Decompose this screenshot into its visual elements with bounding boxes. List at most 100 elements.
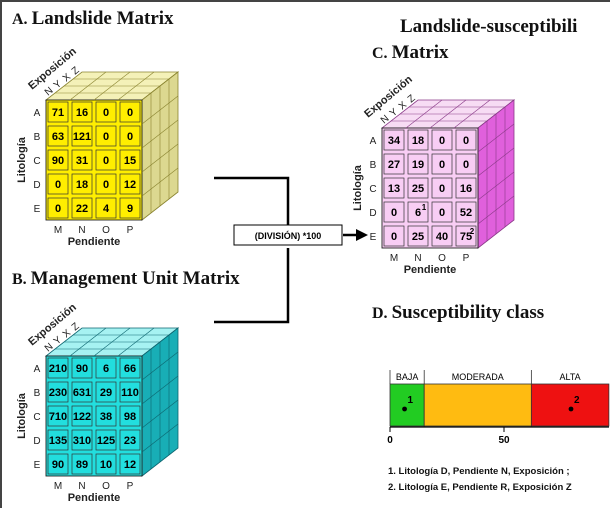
susceptibility-row-label: C (369, 184, 376, 195)
management-cell-value: 122 (73, 411, 91, 423)
management-cell-value: 98 (124, 411, 136, 423)
management-cell (119, 429, 141, 451)
susceptibility-cell-value: 34 (388, 135, 401, 147)
management-cell-value: 38 (100, 411, 112, 423)
susceptibility-cell-value: 19 (412, 159, 424, 171)
management-cell-value: 29 (100, 387, 112, 399)
title-d-letter: D. (372, 305, 388, 322)
susceptibility-cell-value: 75 (460, 231, 472, 243)
connector-from-landslide (214, 176, 290, 232)
susceptibility-cell-value: 18 (412, 135, 424, 147)
landslide-cell (119, 173, 141, 195)
management-side-grid (141, 351, 179, 381)
scale-point-marker (568, 406, 574, 412)
landslide-cell-value: 0 (103, 179, 109, 191)
landslide-cell-value: 0 (103, 155, 109, 167)
susceptibility-cell (455, 177, 477, 199)
landslide-cell (95, 149, 117, 171)
landslide-cell (119, 149, 141, 171)
management-cell-value: 12 (124, 459, 136, 471)
management-row-label: C (33, 412, 40, 423)
management-cell (47, 381, 69, 403)
landslide-cell (95, 173, 117, 195)
landslide-col-label: M (54, 225, 62, 236)
scale-point-label: 1 (408, 395, 414, 406)
landslide-cell-value: 63 (52, 131, 64, 143)
landslide-cell (119, 125, 141, 147)
susceptibility-cell-value: 40 (436, 231, 448, 243)
landslide-top-grid (93, 71, 131, 101)
susceptibility-row-label: E (370, 232, 377, 243)
management-cell-value: 66 (124, 363, 136, 375)
susceptibility-cell-value: 0 (439, 183, 445, 195)
susceptibility-cell (455, 129, 477, 151)
management-col-label: P (127, 481, 134, 492)
landslide-cell (95, 101, 117, 123)
landslide-cell-value: 90 (52, 155, 64, 167)
management-cell (47, 405, 69, 427)
susceptibility-cell-value: 0 (439, 207, 445, 219)
susceptibility-cell-value: 0 (463, 159, 469, 171)
landslide-cell-value: 16 (76, 107, 88, 119)
landslide-cell (71, 149, 93, 171)
susceptibility-cell (431, 129, 453, 151)
management-top-grid (117, 327, 155, 357)
susceptibility-top-grid (405, 99, 443, 129)
class-label-moderada: MODERADA (452, 372, 504, 382)
susceptibility-cell-value: 0 (391, 207, 397, 219)
susceptibility-cell (383, 177, 405, 199)
management-col-label: M (54, 481, 62, 492)
management-cell-value: 710 (49, 411, 67, 423)
management-cell (71, 381, 93, 403)
management-cell (47, 453, 69, 475)
management-depth-label: Z (70, 321, 82, 333)
management-cell-value: 90 (76, 363, 88, 375)
susceptibility-depth-label: Z (406, 93, 418, 105)
susceptibility-side-grid (477, 123, 515, 153)
landslide-side-grid (141, 95, 179, 125)
landslide-cell-value: 0 (103, 107, 109, 119)
susceptibility-cell (431, 225, 453, 247)
landslide-cell (47, 101, 69, 123)
landslide-col-label: N (78, 225, 85, 236)
title-b-text: Management Unit Matrix (30, 268, 240, 289)
susceptibility-col-label: O (438, 253, 446, 264)
management-cell-value: 125 (97, 435, 115, 447)
title-d: D. Susceptibility class (372, 302, 544, 324)
landslide-cell (47, 125, 69, 147)
operation-label: (DIVISIÓN) *100 (255, 230, 322, 241)
susceptibility-cell-value: 0 (439, 159, 445, 171)
title-c-line2: C. Matrix (372, 42, 449, 64)
susceptibility-cell (431, 177, 453, 199)
landslide-cell (95, 197, 117, 219)
landslide-cell-value: 18 (76, 179, 88, 191)
management-cell (119, 453, 141, 475)
susceptibility-cell-value: 0 (439, 135, 445, 147)
susceptibility-cell-value: 52 (460, 207, 472, 219)
landslide-row-label: D (33, 180, 40, 191)
scale-point-marker (402, 406, 407, 412)
class-bar-alta (530, 383, 610, 427)
management-cell-value: 230 (49, 387, 67, 399)
management-cell-value: 10 (100, 459, 112, 471)
landslide-cell-value: 0 (127, 131, 133, 143)
susceptibility-row-label: A (370, 136, 377, 147)
landslide-row-label: E (34, 204, 41, 215)
scale-point-label: 2 (574, 395, 580, 406)
management-cell (71, 405, 93, 427)
susceptibility-cell (407, 153, 429, 175)
landslide-cell-value: 0 (55, 179, 61, 191)
landslide-row-axis-title: Litología (16, 136, 28, 183)
scale-tick-label: 50 (498, 435, 510, 446)
note-2: 2. Litología E, Pendiente R, Exposición … (388, 482, 572, 493)
management-cell (95, 405, 117, 427)
landslide-cell (71, 101, 93, 123)
landslide-row-label: B (34, 132, 41, 143)
management-side-grid (141, 423, 179, 453)
management-col-axis-title: Pendiente (68, 492, 121, 504)
management-row-label: B (34, 388, 41, 399)
susceptibility-cell-value: 27 (388, 159, 400, 171)
title-a: A. Landslide Matrix (12, 8, 174, 30)
management-cell (95, 429, 117, 451)
